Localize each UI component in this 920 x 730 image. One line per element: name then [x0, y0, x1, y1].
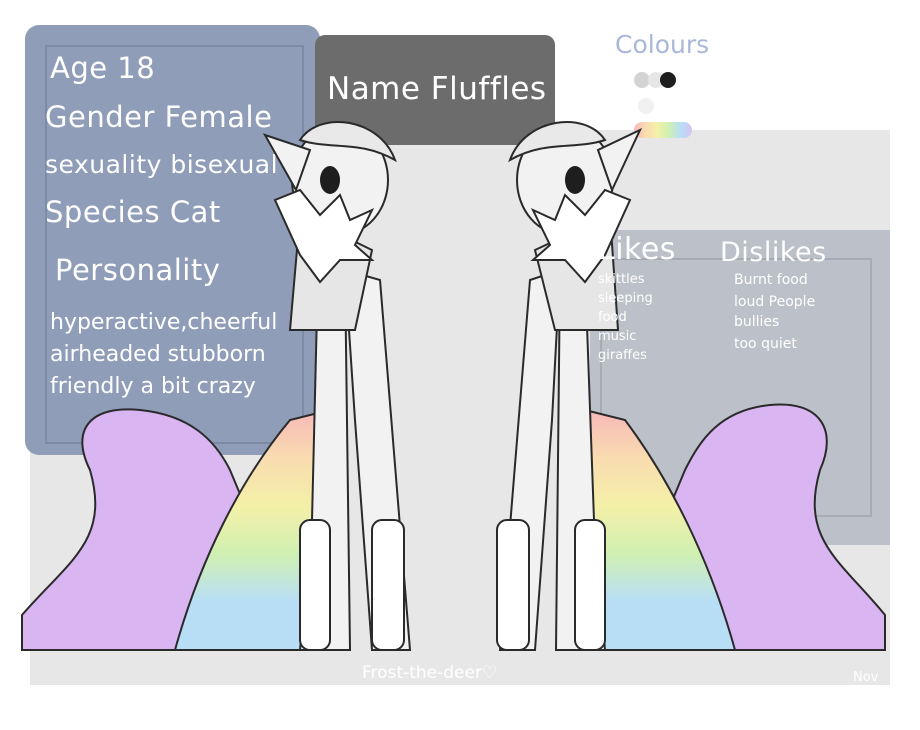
- gender-text: Gender Female: [45, 100, 273, 134]
- personality-line-1: hyperactive,cheerful: [50, 310, 278, 335]
- personality-line-2: airheaded stubborn: [50, 342, 266, 367]
- dislike-item: too quiet: [734, 336, 797, 352]
- like-item: sleeping: [598, 291, 653, 306]
- dislike-item: Burnt food: [734, 272, 808, 288]
- personality-heading: Personality: [55, 253, 221, 287]
- swatch-black: [660, 72, 676, 88]
- like-item: giraffes: [598, 348, 647, 363]
- like-item: skittles: [598, 272, 645, 287]
- artist-signature: Frost-the-deer♡: [362, 663, 498, 683]
- corner-date-mark: Nov: [853, 670, 879, 685]
- name-text: Name Fluffles: [327, 71, 547, 107]
- dislikes-heading: Dislikes: [720, 237, 827, 268]
- right-tail: [563, 403, 886, 651]
- info-panel: [25, 25, 320, 455]
- like-item: music: [598, 329, 637, 344]
- dislike-item: loud People: [734, 294, 816, 310]
- swatch-grey: [634, 72, 650, 88]
- colours-heading: Colours: [615, 30, 710, 59]
- dislike-item: bullies: [734, 314, 780, 330]
- personality-line-3: friendly a bit crazy: [50, 374, 256, 399]
- age-text: Age 18: [50, 51, 156, 85]
- likes-heading: Likes: [598, 232, 676, 267]
- swatch-white: [638, 98, 654, 114]
- right-character: [496, 121, 643, 651]
- like-item: food: [598, 310, 627, 325]
- species-text: Species Cat: [45, 195, 221, 229]
- left-character: [262, 121, 412, 651]
- swatch-rainbow: [634, 122, 692, 138]
- sexuality-text: sexuality bisexual: [45, 150, 279, 179]
